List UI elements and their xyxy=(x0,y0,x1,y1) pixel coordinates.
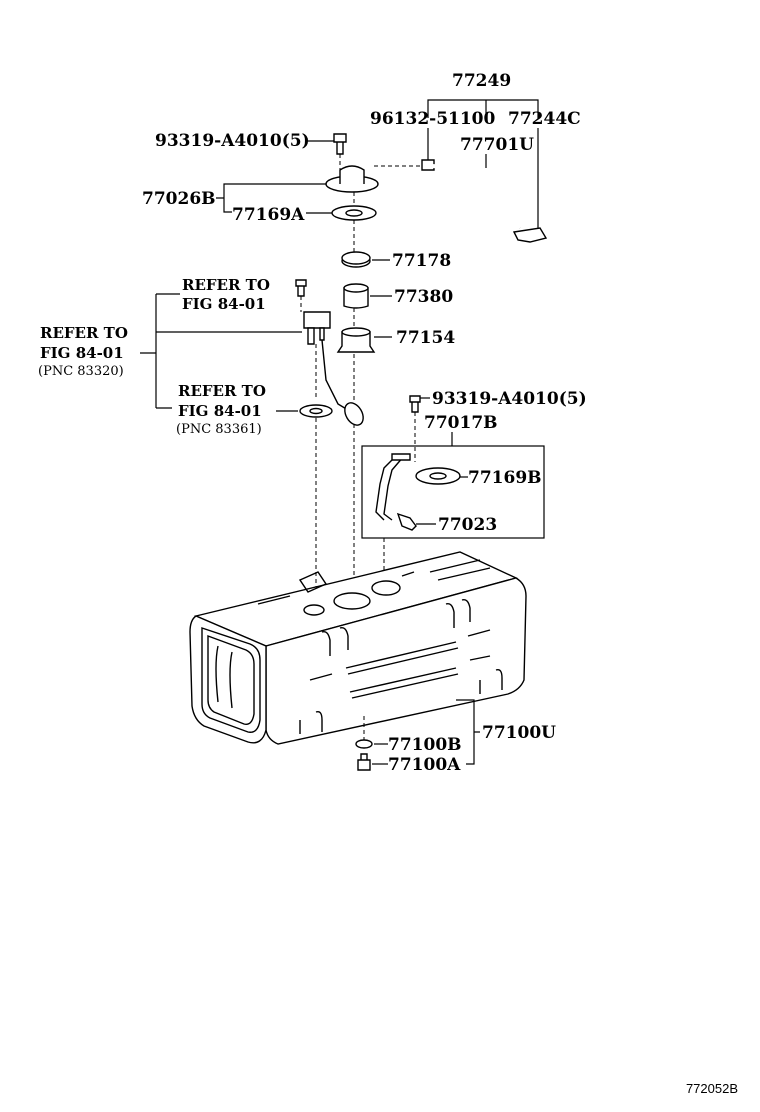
ring-77178-group: 77178 xyxy=(341,251,451,271)
fuel-tank xyxy=(189,551,527,745)
tube-assembly-group: 77249 96132-51100 77244C 77701U xyxy=(370,71,581,243)
tank-end-inner-1 xyxy=(201,627,261,733)
filter-77380-top xyxy=(343,283,369,293)
drain-plug-group: 77100U 77100B 77100A xyxy=(355,699,556,775)
part-label-77178[interactable]: 77178 xyxy=(392,251,451,271)
refer-group-2: REFER TO FIG 84-01 (PNC 83320) xyxy=(38,293,364,426)
part-label-77100a[interactable]: 77100A xyxy=(388,755,461,775)
refer-group-3: REFER TO FIG 84-01 (PNC 83361) xyxy=(176,382,333,600)
bracket-77026b xyxy=(216,183,336,213)
hose-77701u-fill xyxy=(431,164,522,230)
gasket-77169b-hole xyxy=(429,472,447,480)
tank-opening-filler xyxy=(371,580,401,596)
refer-text-2-pnc[interactable]: (PNC 83320) xyxy=(38,364,124,379)
part-label-96132-51100[interactable]: 96132-51100 xyxy=(370,109,496,129)
filter-77380-group: 77380 xyxy=(343,283,453,326)
bracket-77249 xyxy=(427,99,539,118)
part-label-77154[interactable]: 77154 xyxy=(396,328,455,348)
tank-opening-sender xyxy=(303,604,325,616)
filler-pipe-bracket xyxy=(391,453,411,461)
refer-text-1-line1[interactable]: REFER TO xyxy=(182,276,270,294)
refer-text-2-line1[interactable]: REFER TO xyxy=(40,324,128,342)
filter-77380 xyxy=(343,287,369,309)
tank-opening-pump xyxy=(333,592,371,610)
box-77017b xyxy=(361,445,545,539)
refer-text-3-pnc[interactable]: (PNC 83361) xyxy=(176,422,262,437)
gasket-77169a-hole xyxy=(345,209,363,217)
tank-top-fitting xyxy=(298,571,328,593)
drain-plug-77100a xyxy=(357,753,371,771)
part-label-77701u[interactable]: 77701U xyxy=(460,135,534,155)
part-label-77380[interactable]: 77380 xyxy=(394,287,453,307)
sender-unit-legs xyxy=(307,327,325,345)
bracket-77100u xyxy=(456,699,480,765)
part-label-77244c[interactable]: 77244C xyxy=(508,109,581,129)
sender-cap-group: 77026B 77169A xyxy=(142,165,379,252)
bracket-refer-2 xyxy=(140,293,302,409)
tank-top-ribs xyxy=(257,559,491,605)
retainer-77154-group: 77154 xyxy=(336,327,455,590)
sender-float xyxy=(344,402,364,426)
ring-77178-top xyxy=(341,251,371,265)
tank-side-grooves xyxy=(309,629,491,699)
part-label-77169a[interactable]: 77169A xyxy=(232,205,305,225)
refer-text-3-line1[interactable]: REFER TO xyxy=(178,382,266,400)
part-label-77026b[interactable]: 77026B xyxy=(142,189,216,209)
part-label-77017b[interactable]: 77017B xyxy=(424,413,498,433)
tank-side-ribs-lower xyxy=(299,668,503,734)
filler-pipe-tubes xyxy=(375,455,405,521)
refer-text-1-line2[interactable]: FIG 84-01 xyxy=(182,295,266,313)
part-label-77249[interactable]: 77249 xyxy=(452,71,511,91)
screw-group-top: 93319-A4010(5) xyxy=(155,131,347,172)
part-label-93319-mid[interactable]: 93319-A4010(5) xyxy=(432,389,587,409)
bracket-77244c-part xyxy=(512,227,548,243)
filler-pipe-group: 77017B 77169B 77023 xyxy=(361,413,545,586)
part-label-77023[interactable]: 77023 xyxy=(438,515,497,535)
part-label-77169b[interactable]: 77169B xyxy=(468,468,542,488)
screw-icon-ref1 xyxy=(295,279,307,297)
refer-text-2-line2[interactable]: FIG 84-01 xyxy=(40,344,124,362)
refer-text-3-line2[interactable]: FIG 84-01 xyxy=(178,402,262,420)
tank-side-ribs-upper xyxy=(321,598,471,656)
tank-end-ribs xyxy=(215,645,233,709)
part-label-77100b[interactable]: 77100B xyxy=(388,735,462,755)
part-label-93319-top[interactable]: 93319-A4010(5) xyxy=(155,131,310,151)
screw-group-mid: 93319-A4010(5) xyxy=(409,389,587,462)
valve-77023 xyxy=(396,512,417,531)
cap-dome xyxy=(339,165,365,184)
sender-float-arm xyxy=(321,339,349,411)
tank-front-side xyxy=(265,577,527,745)
part-label-77100u[interactable]: 77100U xyxy=(482,723,556,743)
tank-end-inner-2 xyxy=(207,634,255,725)
drain-gasket-77100b xyxy=(355,739,373,749)
figure-code: 772052B xyxy=(685,1081,738,1096)
refer-group-1: REFER TO FIG 84-01 xyxy=(182,276,307,313)
tank-end-face xyxy=(189,615,267,744)
retainer-77154-top xyxy=(341,327,371,337)
clip-96132 xyxy=(421,159,435,171)
gasket-83361-hole xyxy=(309,407,323,415)
screw-icon-top xyxy=(333,133,347,155)
screw-icon-mid xyxy=(409,395,421,413)
sender-unit-head xyxy=(303,311,331,329)
